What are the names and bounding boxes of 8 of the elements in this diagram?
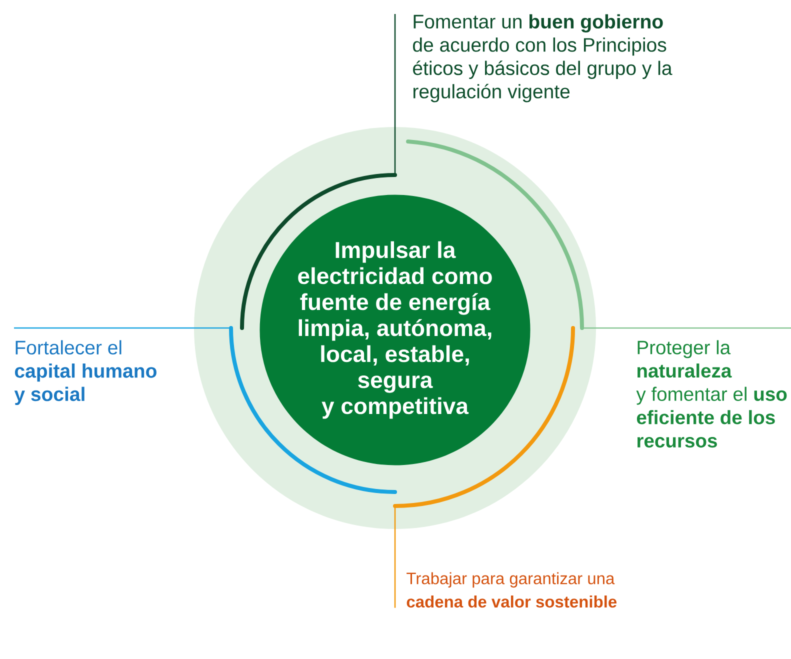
leader-line <box>393 326 575 608</box>
goal-text: Fomentar un buen gobierno de acuerdo con los Principios éticos y básicos del grupo y la regulación vigente <box>413 14 672 102</box>
goal-text: Proteger la naturaleza y fomentar el uso eficiente de los recursos <box>636 340 787 448</box>
goal-text: Trabajar para garantizar una cadena de valor sostenible <box>406 572 617 608</box>
leader-line <box>240 14 397 330</box>
leader-line <box>14 326 397 494</box>
goal-text: Fortalecer el capital humano y social <box>14 340 156 405</box>
leader-line <box>406 139 791 330</box>
